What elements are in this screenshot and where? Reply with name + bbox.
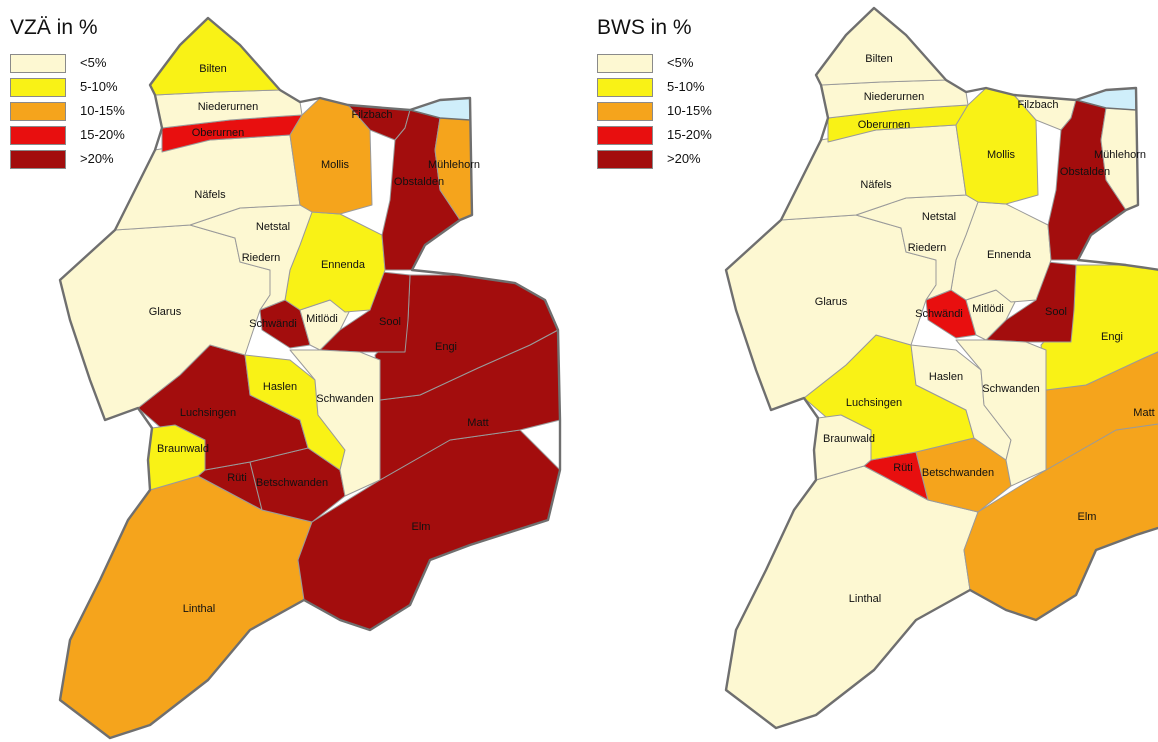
- legend-swatch: [10, 102, 66, 121]
- canton-outline: [58, 16, 562, 740]
- label-bilten: Bilten: [199, 63, 227, 75]
- label-linthal: Linthal: [849, 593, 881, 605]
- legend-swatch: [597, 150, 653, 169]
- label-luchsingen: Luchsingen: [846, 397, 902, 409]
- label-filzbach: Filzbach: [1018, 99, 1059, 111]
- label-muehlehorn: Mühlehorn: [1094, 149, 1146, 161]
- legend-label: <5%: [667, 55, 694, 70]
- municipality-bilten[interactable]: [149, 17, 281, 96]
- label-niederurnen: Niederurnen: [864, 91, 925, 103]
- label-mitloedi: Mitlödi: [972, 303, 1004, 315]
- legend-swatch: [10, 126, 66, 145]
- legend-label: >20%: [667, 151, 701, 166]
- label-riedern: Riedern: [908, 242, 947, 254]
- label-matt: Matt: [1133, 407, 1154, 419]
- map-regions: [725, 7, 1158, 729]
- legend-label: 5-10%: [80, 79, 118, 94]
- label-luchsingen: Luchsingen: [180, 407, 236, 419]
- label-obstalden: Obstalden: [394, 176, 444, 188]
- label-braunwald: Braunwald: [823, 433, 875, 445]
- label-engi: Engi: [1101, 331, 1123, 343]
- label-naefels: Näfels: [194, 189, 226, 201]
- label-obstalden: Obstalden: [1060, 166, 1110, 178]
- label-rueti: Rüti: [893, 462, 913, 474]
- map-labels: Bilten Niederurnen Oberurnen Filzbach Mo…: [815, 53, 1155, 605]
- label-braunwald: Braunwald: [157, 443, 209, 455]
- label-netstal: Netstal: [922, 211, 956, 223]
- legend-label: >20%: [80, 151, 114, 166]
- municipality-schwanden[interactable]: [289, 349, 381, 497]
- map-bws: Bilten Niederurnen Oberurnen Filzbach Mo…: [724, 6, 1158, 730]
- map-vza: Bilten Niederurnen Oberurnen Filzbach Mo…: [58, 16, 562, 740]
- legend-swatch: [10, 150, 66, 169]
- legend-swatch: [10, 54, 66, 73]
- map-title: BWS in %: [597, 16, 692, 39]
- legend-label: 10-15%: [80, 103, 125, 118]
- label-engi: Engi: [435, 341, 457, 353]
- legend-swatch: [10, 78, 66, 97]
- map-labels: Bilten Niederurnen Oberurnen Filzbach Mo…: [149, 63, 489, 615]
- label-oberurnen: Oberurnen: [192, 127, 245, 139]
- label-muehlehorn: Mühlehorn: [428, 159, 480, 171]
- label-haslen: Haslen: [263, 381, 297, 393]
- map-panel-bws: Bilten Niederurnen Oberurnen Filzbach Mo…: [579, 0, 1158, 742]
- label-niederurnen: Niederurnen: [198, 101, 259, 113]
- label-mollis: Mollis: [987, 149, 1016, 161]
- label-mollis: Mollis: [321, 159, 350, 171]
- label-naefels: Näfels: [860, 179, 892, 191]
- legend-swatch: [597, 54, 653, 73]
- label-schwaendi: Schwändi: [915, 308, 963, 320]
- label-elm: Elm: [412, 521, 431, 533]
- label-rueti: Rüti: [227, 472, 247, 484]
- map-regions: [59, 17, 561, 739]
- municipality-schwanden[interactable]: [955, 339, 1047, 487]
- label-glarus: Glarus: [815, 296, 848, 308]
- label-matt: Matt: [467, 417, 488, 429]
- label-schwaendi: Schwändi: [249, 318, 297, 330]
- label-haslen: Haslen: [929, 371, 963, 383]
- label-betschwanden: Betschwanden: [922, 467, 994, 479]
- legend-swatch: [597, 78, 653, 97]
- label-sool: Sool: [1045, 306, 1067, 318]
- label-sool: Sool: [379, 316, 401, 328]
- label-glarus: Glarus: [149, 306, 182, 318]
- municipality-bilten[interactable]: [815, 7, 947, 86]
- label-ennenda: Ennenda: [987, 249, 1032, 261]
- label-bilten: Bilten: [865, 53, 893, 65]
- label-ennenda: Ennenda: [321, 259, 366, 271]
- map-panel-vza: Bilten Niederurnen Oberurnen Filzbach Mo…: [10, 16, 562, 740]
- legend-label: 5-10%: [667, 79, 705, 94]
- label-filzbach: Filzbach: [352, 109, 393, 121]
- label-schwanden: Schwanden: [316, 393, 374, 405]
- legend-swatch: [597, 126, 653, 145]
- legend-label: <5%: [80, 55, 107, 70]
- legend-label: 15-20%: [80, 127, 125, 142]
- label-elm: Elm: [1078, 511, 1097, 523]
- canton-outline: [724, 6, 1158, 730]
- label-mitloedi: Mitlödi: [306, 313, 338, 325]
- label-linthal: Linthal: [183, 603, 215, 615]
- label-riedern: Riedern: [242, 252, 281, 264]
- label-netstal: Netstal: [256, 221, 290, 233]
- map-title: VZÄ in %: [10, 16, 98, 39]
- label-schwanden: Schwanden: [982, 383, 1040, 395]
- label-betschwanden: Betschwanden: [256, 477, 328, 489]
- legend-swatch: [597, 102, 653, 121]
- legend-label: 10-15%: [667, 103, 712, 118]
- label-oberurnen: Oberurnen: [858, 119, 911, 131]
- legend-label: 15-20%: [667, 127, 712, 142]
